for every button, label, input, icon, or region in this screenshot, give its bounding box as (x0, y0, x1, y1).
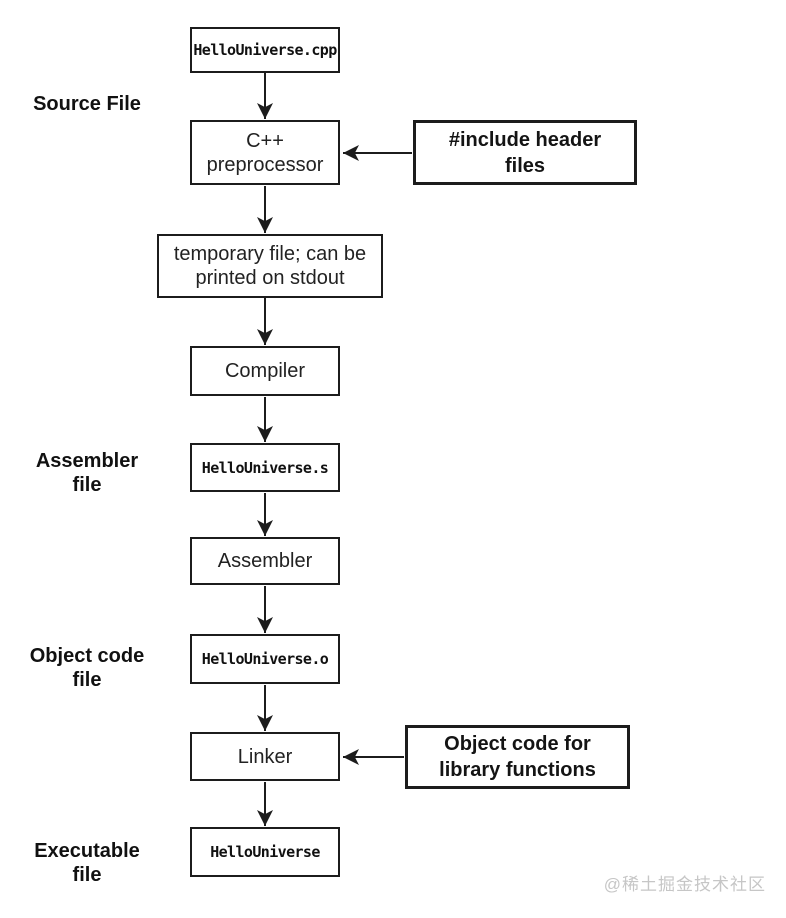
assembler-file-box: HelloUniverse.s (190, 443, 340, 492)
assembler-box: Assembler (190, 537, 340, 585)
temp-file-box: temporary file; can be printed on stdout (157, 234, 383, 298)
linker-label: Linker (237, 745, 293, 768)
object-file-box: HelloUniverse.o (190, 634, 340, 684)
executable-box: HelloUniverse (190, 827, 340, 877)
object-file-label: HelloUniverse.o (201, 650, 329, 668)
temp-file-label-line2: printed on stdout (195, 267, 345, 289)
compiler-label: Compiler (224, 360, 306, 382)
cpp-source-file-box: HelloUniverse.cpp (190, 27, 340, 73)
stage-label-assembler-file-line2: file (72, 474, 102, 496)
stage-label-source-file-line1: Source File (33, 93, 141, 115)
library-objects-box: Object code for library functions (405, 725, 630, 789)
include-headers-label-line1: #include header (448, 128, 602, 151)
stage-label-object-code-file: Object code file (17, 644, 157, 692)
cpp-source-file-label: HelloUniverse.cpp (193, 41, 337, 59)
library-objects-label-line2: library functions (439, 759, 596, 781)
stage-label-executable-file-line2: file (72, 864, 102, 886)
stage-label-executable-file: Executable file (17, 839, 157, 887)
watermark-text: @稀土掘金技术社区 (603, 875, 766, 894)
stage-label-assembler-file: Assembler file (17, 449, 157, 497)
stage-label-object-code-file-line1: Object code (29, 645, 145, 667)
executable-label: HelloUniverse (210, 843, 320, 861)
library-objects-label-line1: Object code for (444, 733, 591, 755)
stage-label-executable-file-line1: Executable (34, 840, 140, 862)
assembler-label: Assembler (217, 550, 313, 572)
preprocessor-box: C++ preprocessor (190, 120, 340, 185)
preprocessor-label-line1: C++ (246, 129, 284, 152)
assembler-file-label: HelloUniverse.s (201, 458, 329, 477)
compiler-box: Compiler (190, 346, 340, 396)
include-headers-box: #include header files (413, 120, 637, 185)
linker-box: Linker (190, 732, 340, 781)
stage-label-source-file: Source File (17, 92, 157, 116)
temp-file-label-line1: temporary file; can be (173, 243, 367, 265)
stage-label-object-code-file-line2: file (72, 669, 102, 691)
preprocessor-label-line2: preprocessor (206, 153, 324, 176)
stage-label-assembler-file-line1: Assembler (35, 450, 139, 472)
include-headers-label-line2: files (504, 154, 546, 177)
